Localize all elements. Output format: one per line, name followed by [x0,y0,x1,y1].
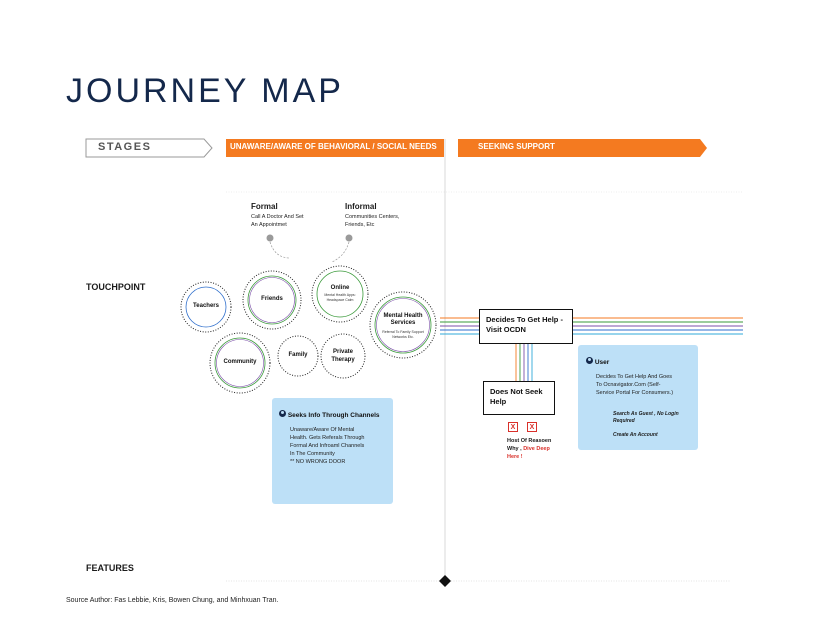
stage-unaware-banner: UNAWARE/AWARE OF BEHAVIORAL / SOCIAL NEE… [226,139,444,157]
x-mark-icon: X [527,422,537,432]
seeks-info-panel: Seeks Info Through Channels Unaware/Awar… [272,398,393,504]
stages-label: STAGES [98,141,152,153]
community-label: Community [223,359,257,365]
seeks-info-line: Unaware/Aware Of Mental [290,427,355,433]
features-label: FEATURES [86,563,134,573]
user-panel-line: To Ocnavigator.Com (Self- [596,382,661,388]
decides-get-help-box: Decides To Get Help - Visit OCDN [479,309,573,344]
mental-health-label-group: Mental Health Services Referral To Famil… [373,313,433,339]
seeks-info-title: Seeks Info Through Channels [287,412,380,419]
user-panel-line: Service Portal For Consumers.) [596,390,674,396]
no-help-line: Does Not Seek [490,387,543,396]
friends-label: Friends [261,296,283,302]
mental-health-label: Mental Health [383,313,423,319]
circle-online [311,265,369,323]
user-panel-line: Decides To Get Help And Goes [596,374,673,380]
user-icon [586,357,593,364]
circle-friends [242,270,302,330]
channel-lines-right [573,317,743,335]
seeks-info-title-row: Seeks Info Through Channels [279,410,380,419]
reasons-line: Host Of Reasoen [507,438,552,444]
channel-lines-left [440,317,479,335]
reasons-text: Host Of Reasoen Why , Dive Deep Here ! [507,437,551,461]
option-search-as-guest-label[interactable]: Search As Guest , No Login [613,411,679,417]
circle-mental-health [369,291,437,359]
option-search-as-guest[interactable]: Search As Guest , No Login Required [613,411,679,425]
seeks-info-line: Formal And Infroaml Channels [290,443,365,449]
seeks-info-body: Unaware/Aware Of Mental Health. Gets Ref… [290,426,390,466]
stages-arrow-shape [85,138,213,158]
mental-health-sub: Networks Etc. [392,334,414,339]
option-create-account[interactable]: Create An Account [613,432,658,438]
seeks-info-line: ** NO WRONG DOOR [290,459,346,465]
mental-health-label: Services [390,320,416,326]
circle-community [209,332,271,394]
formal-heading: Formal [251,202,278,211]
user-panel-title-row: User [586,357,609,366]
private-therapy-label: Therapy [331,357,355,363]
touchpoint-label: TOUCHPOINT [86,282,146,292]
seeking-support-banner-shape [458,139,707,157]
user-panel: User Decides To Get Help And Goes To Ocn… [578,345,698,450]
dive-deep-link[interactable]: Dive Deep [523,446,550,452]
informal-heading: Informal [345,202,377,211]
page-title: JOURNEY MAP [66,72,344,110]
private-therapy-label: Private [332,349,353,355]
user-panel-title: User [594,359,610,366]
private-therapy-label-group: Private Therapy [321,348,365,364]
formal-text-line: An Appointmet [251,222,287,228]
informal-text-line: Friends, Etc [345,222,375,228]
stage-unaware-label: UNAWARE/AWARE OF BEHAVIORAL / SOCIAL NEE… [230,142,437,151]
family-label: Family [288,352,308,358]
online-sub: Mental Health Apps: [324,293,356,297]
decides-box-line: Decides To Get Help - [486,315,563,324]
circle-private-therapy [320,333,366,379]
informal-text: Communities Centers, Friends, Etc [345,213,399,229]
online-label-group: Online Mental Health Apps: Headspace Cal… [314,285,366,302]
option-search-as-guest-label[interactable]: Required [613,418,635,424]
informal-dot [345,234,353,242]
mental-health-sub: Referral To Family Support [382,330,424,334]
stage-seeking-label: SEEKING SUPPORT [478,142,555,151]
decides-box-line: Visit OCDN [486,325,526,334]
does-not-seek-help-box: Does Not Seek Help [483,381,555,415]
online-label: Online [330,285,350,291]
user-icon [279,410,286,417]
formal-connector [269,241,291,259]
channel-lines-down [515,344,533,381]
seeks-info-line: In The Community [290,451,335,457]
user-panel-body: Decides To Get Help And Goes To Ocnaviga… [596,373,696,397]
x-mark-icon: X [508,422,518,432]
no-help-line: Help [490,397,507,406]
formal-text-line: Call A Doctor And Set [251,214,304,220]
reasons-line: Why , [507,446,524,452]
features-diamond-marker [439,575,451,587]
formal-text: Call A Doctor And Set An Appointmet [251,213,304,229]
source-caption: Source Author: Fas Lebbie, Kris, Bowen C… [66,597,279,604]
dive-deep-link[interactable]: Here ! [507,454,523,460]
stage-seeking-banner: SEEKING SUPPORT [458,139,700,157]
informal-connector [331,241,350,263]
circle-family [277,335,319,377]
informal-text-line: Communities Centers, [345,214,400,220]
online-sub: Headspace Calm [326,297,354,302]
seeks-info-line: Health. Gets Referals Through [290,435,365,441]
formal-dot [266,234,274,242]
circle-teachers [180,281,232,333]
teachers-label: Teachers [193,303,219,309]
